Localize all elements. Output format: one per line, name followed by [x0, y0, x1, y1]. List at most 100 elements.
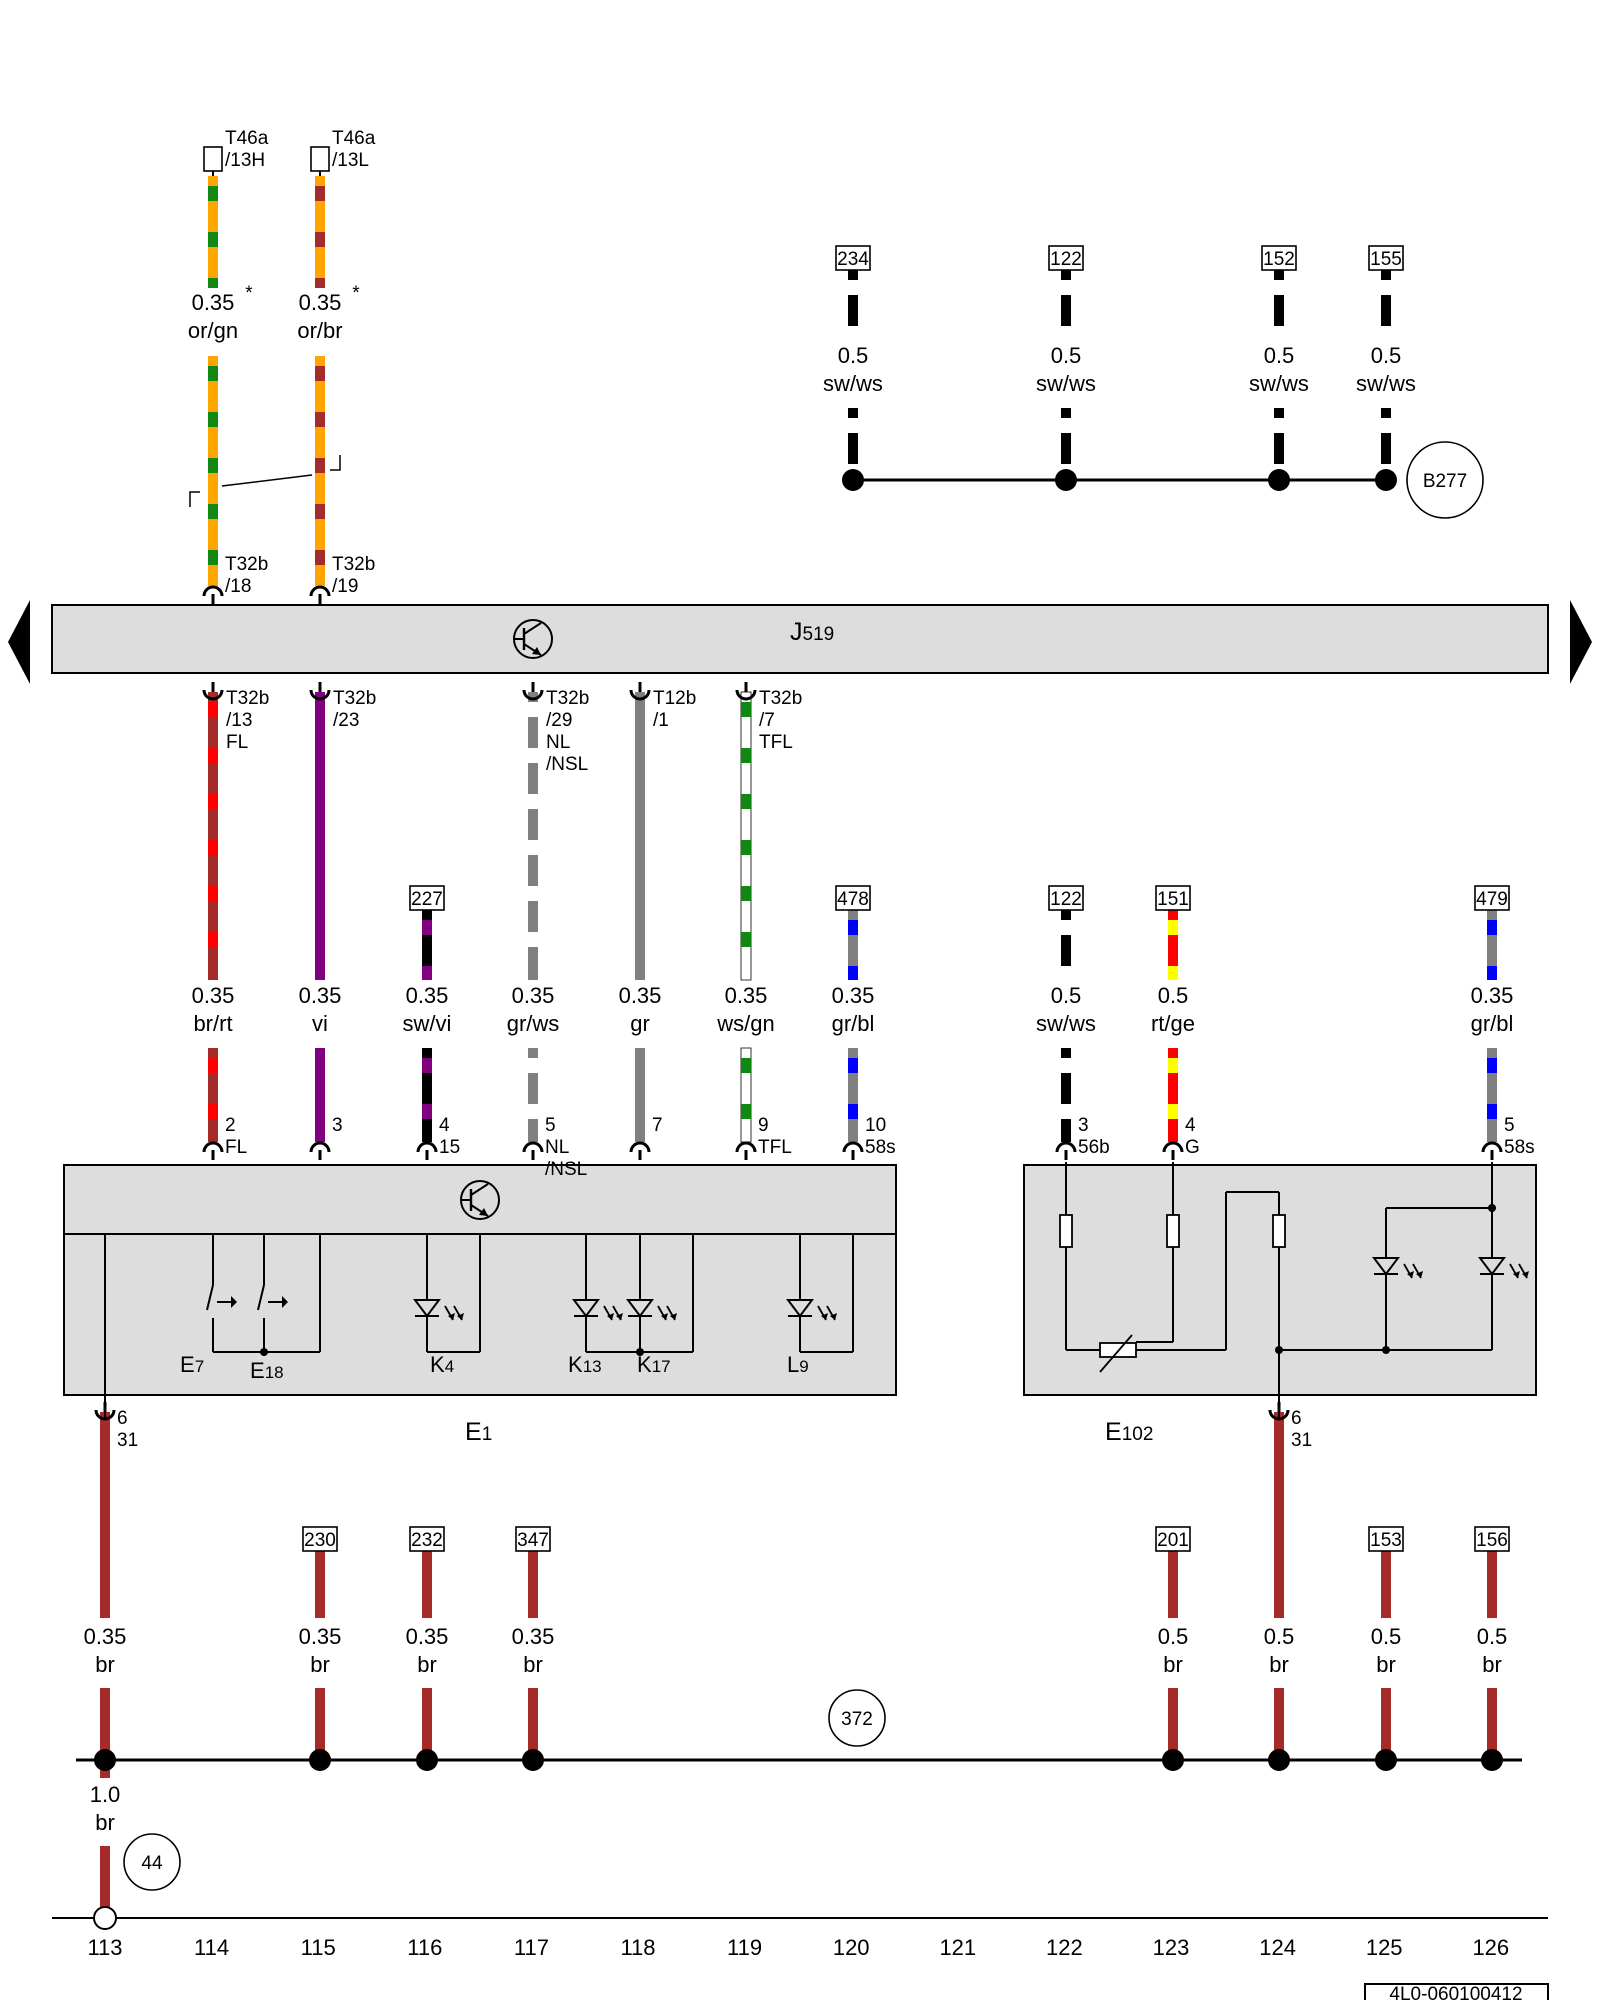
wire-top-1-upper-stripe	[315, 232, 325, 247]
k17-led-icon-body	[626, 1299, 654, 1318]
e102-resistor-1-icon	[1059, 1214, 1073, 1248]
ground-bus-ref-circle	[828, 1689, 886, 1747]
wire-mid-0-lower	[208, 1048, 218, 1142]
wire-mid-7-lower-base	[1061, 1048, 1071, 1142]
twist-bracket-right	[330, 455, 341, 471]
e1-label-letter: E	[465, 1418, 482, 1446]
j519-transistor-icon-c	[523, 622, 542, 635]
j519-pin-bottom-label-0-line0: T32b	[226, 688, 269, 709]
wire-mid-5-upper-stripe	[741, 932, 751, 947]
module-pin-6	[842, 1141, 864, 1160]
e102-label-sub: 102	[1122, 1424, 1154, 1445]
e1-ground-pin-label-line0: 6	[117, 1408, 128, 1429]
wire-mid-9-lower	[1487, 1048, 1497, 1142]
module-pin-label-3-line1: NL	[545, 1137, 569, 1158]
l9-led-icon-rayhead1	[830, 1313, 837, 1320]
ref-b277-3-box	[1368, 245, 1404, 271]
module-pin-1-arc	[309, 1141, 331, 1153]
wire-label-top-1-color: or/br	[297, 318, 342, 343]
wire-bottom-5-lower	[1274, 1688, 1284, 1760]
module-pin-label-2-line1: 15	[439, 1137, 460, 1158]
track-number-5: 118	[620, 1935, 655, 1960]
wire-mid-9-lower-stripe	[1487, 1104, 1497, 1119]
e102-label-letter: E	[1105, 1418, 1122, 1446]
j519-module	[51, 604, 1549, 674]
wire-mid-8-lower-base	[1168, 1048, 1178, 1142]
ground-junction-4	[1162, 1749, 1184, 1771]
wire-mid-8-upper-stripe	[1168, 920, 1178, 935]
component-label-5: L9	[787, 1352, 809, 1377]
j519-pin-top-1-arc	[309, 585, 331, 597]
wire-mid-2-lower	[422, 1048, 432, 1142]
top-connector-label-0-b: /13H	[225, 150, 265, 171]
ground-point-icon	[93, 1906, 117, 1930]
wire-bottom-2-lower	[422, 1688, 432, 1760]
wire-mid-5-lower	[740, 1047, 752, 1143]
wire-mid-8-lower-stripe	[1168, 1104, 1178, 1119]
wire-mid-0-upper-stripe	[208, 748, 218, 763]
module-pin-label-2-line0: 4	[439, 1115, 450, 1136]
wire-label-mid-6-color: gr/bl	[832, 1011, 875, 1036]
ground-junction-5	[1268, 1749, 1290, 1771]
ground-point-ref-circle	[123, 1833, 181, 1891]
wire-mid-7-upper-base	[1061, 910, 1071, 980]
wire-label-mid-2-size: 0.35	[406, 983, 449, 1008]
wire-mid-5-upper	[740, 691, 752, 981]
e1-ground-pin-arc	[94, 1409, 116, 1421]
e1-transistor-icon-c	[470, 1183, 489, 1196]
wire-label-b277-0-color: sw/ws	[823, 371, 883, 396]
e7-switch-icon-blade	[206, 1284, 214, 1311]
module-pin-label-3-line0: 5	[545, 1115, 556, 1136]
wire-mid-0-upper-stripe	[208, 932, 218, 947]
wire-label-b277-2-size: 0.5	[1264, 343, 1295, 368]
k4-led-icon-rayhead1	[457, 1313, 464, 1320]
wire-mid-3-upper-stripe	[528, 840, 538, 855]
wire-mid-0-lower-stripe	[208, 1104, 218, 1119]
wire-b277-3-upper	[1381, 270, 1391, 340]
track-number-2: 115	[301, 1935, 336, 1960]
wire-label-ground-main-color: br	[95, 1810, 115, 1835]
module-pin-3-arc	[522, 1141, 544, 1153]
module-pin-4-arc	[629, 1141, 651, 1153]
j519-pin-bottom-label-5-line0: T32b	[759, 688, 802, 709]
module-pin-5	[735, 1141, 757, 1160]
j519-pin-bottom-5	[735, 682, 757, 701]
ref-bottom-4: 201	[1157, 1530, 1189, 1551]
e18-switch-icon-blade	[257, 1284, 265, 1311]
wire-label-top-0-star: *	[245, 283, 253, 304]
wire-label-mid-1-color: vi	[312, 1011, 328, 1036]
e7-switch-icon-pushhead	[231, 1296, 237, 1308]
wire-bottom-5-upper	[1274, 1412, 1284, 1618]
wire-mid-3-lower	[528, 1048, 538, 1142]
wire-mid-5-upper-stripe	[741, 794, 751, 809]
wire-top-0-upper-stripe	[208, 232, 218, 247]
e102-ground-junction	[1275, 1346, 1283, 1354]
ref-bottom-3: 347	[517, 1530, 549, 1551]
component-label-5-letter: L	[787, 1352, 799, 1377]
module-pin-6-arc	[842, 1141, 864, 1153]
ref-b277-1: 122	[1050, 249, 1082, 270]
wire-mid-6-lower-stripe	[848, 1058, 858, 1073]
wire-bottom-7-lower	[1487, 1688, 1497, 1760]
wire-label-b277-2-color: sw/ws	[1249, 371, 1309, 396]
wire-bottom-6-upper	[1381, 1551, 1391, 1618]
k17-led-icon-rayhead0	[661, 1313, 668, 1320]
wire-label-bottom-5-color: br	[1269, 1652, 1289, 1677]
module-pin-label-5-line1: TFL	[758, 1137, 792, 1158]
wire-bottom-6-lower	[1381, 1688, 1391, 1760]
wire-mid-8-upper-stripe	[1168, 966, 1178, 980]
e1-label-sub: 1	[482, 1424, 493, 1445]
wire-bottom-0-lower	[100, 1688, 110, 1760]
e102-ground-pin	[1268, 1402, 1290, 1421]
component-label-2: K4	[430, 1352, 454, 1377]
module-pin-4	[629, 1141, 651, 1160]
e102-led-bus-junction	[1488, 1204, 1496, 1212]
module-pin-0	[202, 1141, 224, 1160]
wire-b277-1-upper	[1061, 270, 1071, 340]
wire-mid-5-upper-stripe	[741, 702, 751, 717]
k17-led-icon-rayhead1	[670, 1313, 677, 1320]
wire-mid-3-lower-base	[528, 1048, 538, 1142]
wire-label-bottom-3-size: 0.35	[512, 1624, 555, 1649]
ground-junction-3	[522, 1749, 544, 1771]
e1-transistor-icon	[460, 1180, 500, 1220]
